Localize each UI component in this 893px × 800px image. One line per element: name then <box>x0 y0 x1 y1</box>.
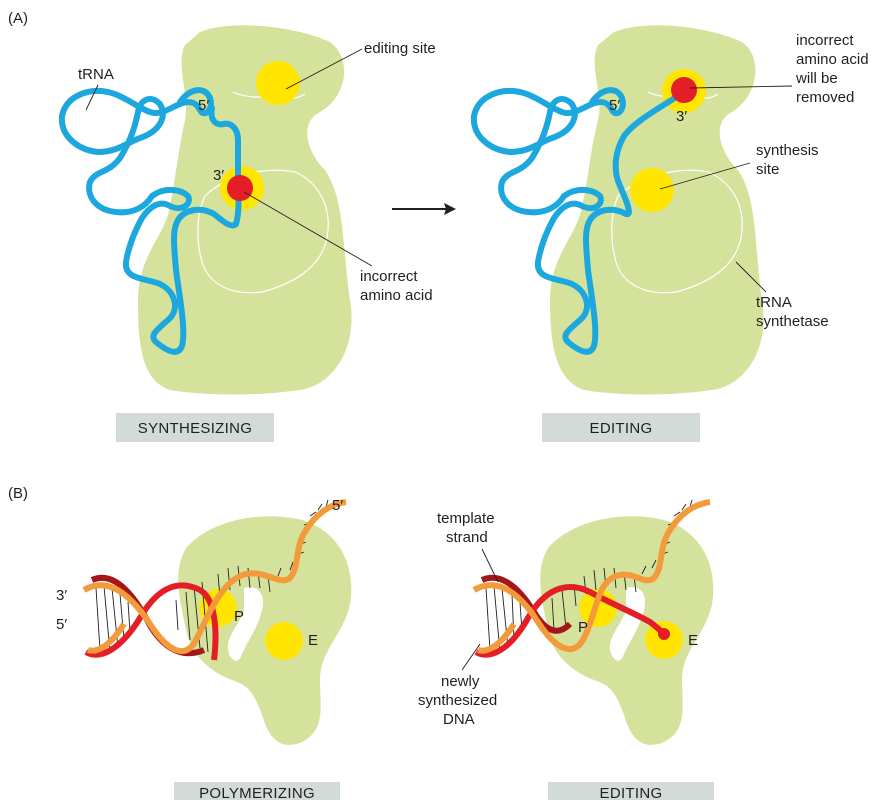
dna-polymerase-left <box>178 516 351 745</box>
synthesis-site-label-2: site <box>756 161 779 178</box>
five-prime-label-a-right: 5′ <box>609 97 620 114</box>
five-prime-label-b-top: 5′ <box>332 497 343 514</box>
editing-site-left <box>256 61 300 105</box>
three-prime-label-a-left: 3′ <box>213 167 224 184</box>
mismatched-nucleotide-right <box>658 628 670 640</box>
incorrect-amino-acid-left <box>227 175 253 201</box>
removed-label-4: removed <box>796 89 854 106</box>
p-site-label-right: P <box>578 619 588 636</box>
synthetase-label-1: tRNA <box>756 294 792 311</box>
trna-label: tRNA <box>78 66 114 83</box>
editing-label-a: EDITING <box>590 420 653 437</box>
five-prime-label-a-left: 5′ <box>198 97 209 114</box>
template-strand-label-1: template <box>437 510 495 527</box>
template-strand-label-2: strand <box>446 529 488 546</box>
polymerizing-label: POLYMERIZING <box>199 785 315 800</box>
three-prime-label-b: 3′ <box>56 587 67 604</box>
synthesizing-label: SYNTHESIZING <box>138 420 252 437</box>
incorrect-amino-acid-right <box>671 77 697 103</box>
newly-synthesized-label-1: newly <box>441 673 480 690</box>
trna-synthetase-left <box>138 25 352 394</box>
e-site-label-left: E <box>308 632 318 649</box>
removed-label-3: will be <box>795 70 838 87</box>
newly-synthesized-label-2: synthesized <box>418 692 497 709</box>
panel-b-label: (B) <box>8 485 28 502</box>
e-site-label-right: E <box>688 632 698 649</box>
p-site-label-left: P <box>234 608 244 625</box>
newly-synthesized-label-3: DNA <box>443 711 475 728</box>
editing-label-b: EDITING <box>600 785 663 800</box>
incorrect-amino-acid-label-1: incorrect <box>360 268 418 285</box>
removed-label-1: incorrect <box>796 32 854 49</box>
e-site-left <box>265 622 303 660</box>
incorrect-amino-acid-label-2: amino acid <box>360 287 433 304</box>
synthetase-label-2: synthetase <box>756 313 829 330</box>
panel-a-label: (A) <box>8 10 28 27</box>
synthesis-site-label-1: synthesis <box>756 142 819 159</box>
newly-synthesized-leader <box>462 644 480 670</box>
editing-site-label: editing site <box>364 40 436 57</box>
five-prime-label-b-left: 5′ <box>56 616 67 633</box>
transition-arrow <box>392 203 456 215</box>
three-prime-label-a-right: 3′ <box>676 108 687 125</box>
synthesis-site-right <box>630 168 674 212</box>
removed-label-2: amino acid <box>796 51 869 68</box>
